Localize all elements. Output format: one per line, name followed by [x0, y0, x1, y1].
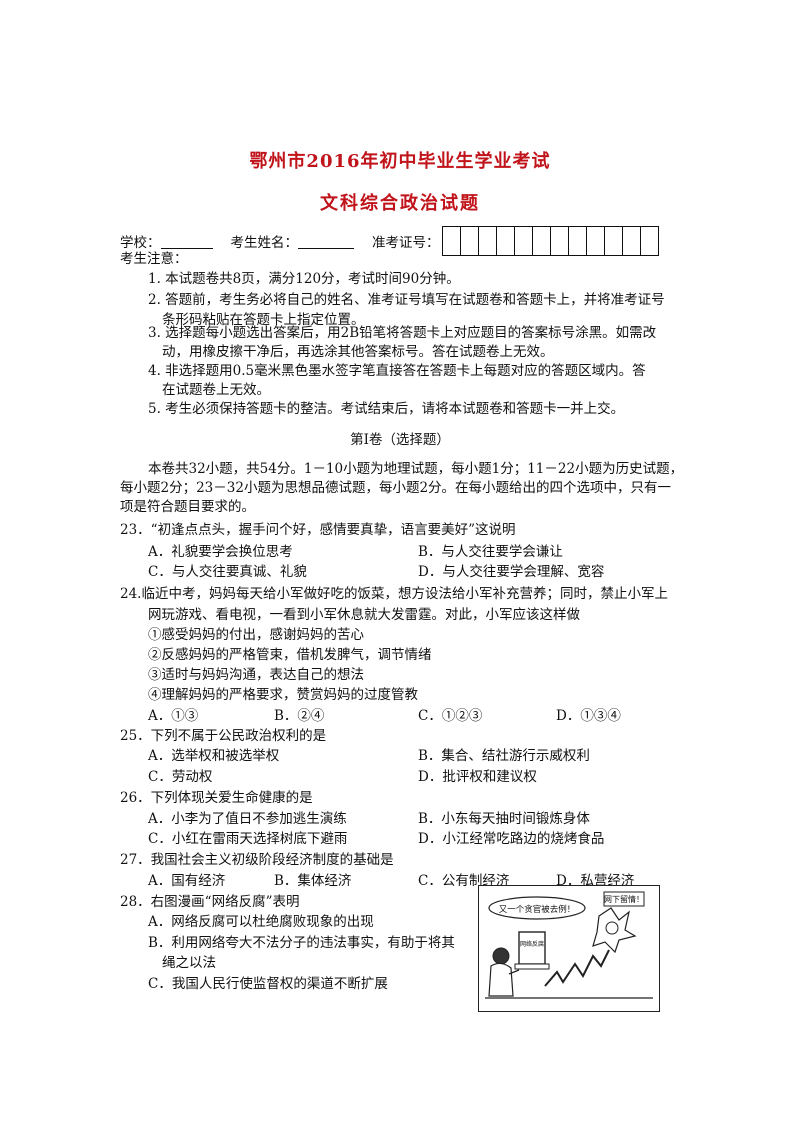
- option-26-c: C．小红在雷雨天选择树底下避雨: [148, 831, 348, 847]
- section-intro: 本卷共32小题，共54分。1－10小题为地理试题，每小题1分；11－22小题为历…: [148, 461, 684, 477]
- option-28-a: A．网络反腐可以杜绝腐败现象的出现: [148, 914, 374, 930]
- school-field[interactable]: [160, 234, 213, 249]
- statement-24-2: ②反感妈妈的严格管束，借机发脾气，调节情绪: [148, 647, 432, 663]
- option-28-c: C．我国人民行使监督权的渠道不断扩展: [148, 976, 388, 992]
- question-24-stem: 网玩游戏、看电视，一看到小军休息就大发雷霆。对此，小军应该这样做: [148, 607, 580, 623]
- statement-24-3: ③适时与妈妈沟通，表达自己的想法: [148, 667, 364, 683]
- option-24-b: B．②④: [274, 708, 325, 724]
- option-23-c: C．与人交往要真诚、礼貌: [148, 564, 307, 580]
- notice-item: 5. 考生必须保持答题卡的整洁。考试结束后，请将本试题卷和答题卡一并上交。: [148, 401, 625, 417]
- notice-heading: 考生注意：: [120, 251, 188, 267]
- name-label: 考生姓名：: [230, 235, 299, 251]
- option-25-d: D．批评权和建议权: [418, 769, 537, 785]
- statement-24-4: ④理解妈妈的严格要求，赞赏妈妈的过度管教: [148, 687, 418, 703]
- option-23-b: B．与人交往要学会谦让: [418, 544, 563, 560]
- notice-item: 3. 选择题每小题选出答案后，用2B铅笔将答题卡上对应题目的答案标号涂黑。如需改: [148, 325, 657, 341]
- candidate-id-boxes[interactable]: [441, 226, 659, 256]
- option-26-d: D．小江经常吃路边的烧烤食品: [418, 831, 605, 847]
- option-28-b: B．利用网络夸大不法分子的违法事实，有助于将其: [148, 935, 455, 951]
- cartoon-sign-text: 网下留情！: [604, 894, 644, 904]
- section-title: 第Ⅰ卷（选择题）: [350, 432, 450, 448]
- option-25-c: C．劳动权: [148, 769, 213, 785]
- option-26-b: B．小东每天抽时间锻炼身体: [418, 811, 590, 827]
- question-23-stem: 23．“初逢点点头，握手问个好，感情要真挚，语言要美好”这说明: [120, 522, 516, 538]
- notice-item: 2. 答题前，考生务必将自己的姓名、准考证号填写在试题卷和答题卡上，并将准考证号: [148, 292, 665, 308]
- question-27-stem: 27．我国社会主义初级阶段经济制度的基础是: [120, 852, 394, 868]
- notice-item: 在试题卷上无效。: [162, 382, 270, 398]
- option-24-c: C．①②③: [418, 708, 483, 724]
- option-23-d: D．与人交往要学会理解、宽容: [418, 564, 605, 580]
- option-25-a: A．选举权和被选举权: [148, 748, 280, 764]
- notice-item: 动，用橡皮擦干净后，再选涂其他答案标号。答在试题卷上无效。: [162, 344, 554, 360]
- name-field[interactable]: [298, 234, 354, 249]
- notice-item: 4. 非选择题用0.5毫米黑色墨水签字笔直接答在答题卡上每题对应的答题区域内。答: [148, 363, 646, 379]
- question-28-stem: 28．右图漫画“网络反腐”表明: [120, 894, 300, 910]
- option-28-b-cont: 绳之以法: [162, 955, 216, 971]
- exam-subtitle: 文科综合政治试题: [320, 193, 480, 214]
- candidate-info-line: 学校： 考生姓名： 准考证号：: [120, 226, 659, 256]
- option-26-a: A．小李为了值日不参加逃生演练: [148, 811, 347, 827]
- exam-title: 鄂州市2016年初中毕业生学业考试: [249, 151, 551, 172]
- question-25-stem: 25．下列不属于公民政治权利的是: [120, 728, 327, 744]
- section-intro: 每小题2分；23－32小题为思想品德试题，每小题2分。在每小题给出的四个选项中，…: [120, 480, 672, 496]
- option-24-d: D．①③④: [556, 708, 621, 724]
- section-intro: 项是符合题目要求的。: [120, 499, 255, 515]
- option-25-b: B．集合、结社游行示威权利: [418, 748, 590, 764]
- question-26-stem: 26．下列体现关爱生命健康的是: [120, 790, 313, 806]
- cartoon-bubble-text: 又一个贪官被去例！: [499, 904, 576, 915]
- question-24-stem: 24.临近中考，妈妈每天给小军做好吃的饭菜，想方设法给小军补充营养；同时，禁止小…: [120, 586, 668, 602]
- id-label: 准考证号：: [372, 235, 440, 251]
- option-23-a: A．礼貌要学会换位思考: [148, 544, 293, 560]
- statement-24-1: ①感受妈妈的付出，感谢妈妈的苦心: [148, 627, 364, 643]
- notice-item: 条形码粘贴在答题卡上指定位置。: [162, 312, 365, 328]
- notice-item: 1. 本试题卷共8页，满分120分，考试时间90分钟。: [148, 271, 460, 287]
- option-27-b: B．集体经济: [274, 873, 352, 889]
- school-label: 学校：: [120, 235, 161, 251]
- option-24-a: A．①③: [148, 708, 199, 724]
- network-anticorruption-cartoon: 又一个贪官被去例！ 网下留情！ 网络反腐: [478, 885, 660, 1012]
- cartoon-screen-text: 网络反腐: [520, 940, 544, 948]
- cartoon-drawing: 又一个贪官被去例！ 网下留情！ 网络反腐: [485, 891, 653, 999]
- option-27-a: A．国有经济: [148, 873, 226, 889]
